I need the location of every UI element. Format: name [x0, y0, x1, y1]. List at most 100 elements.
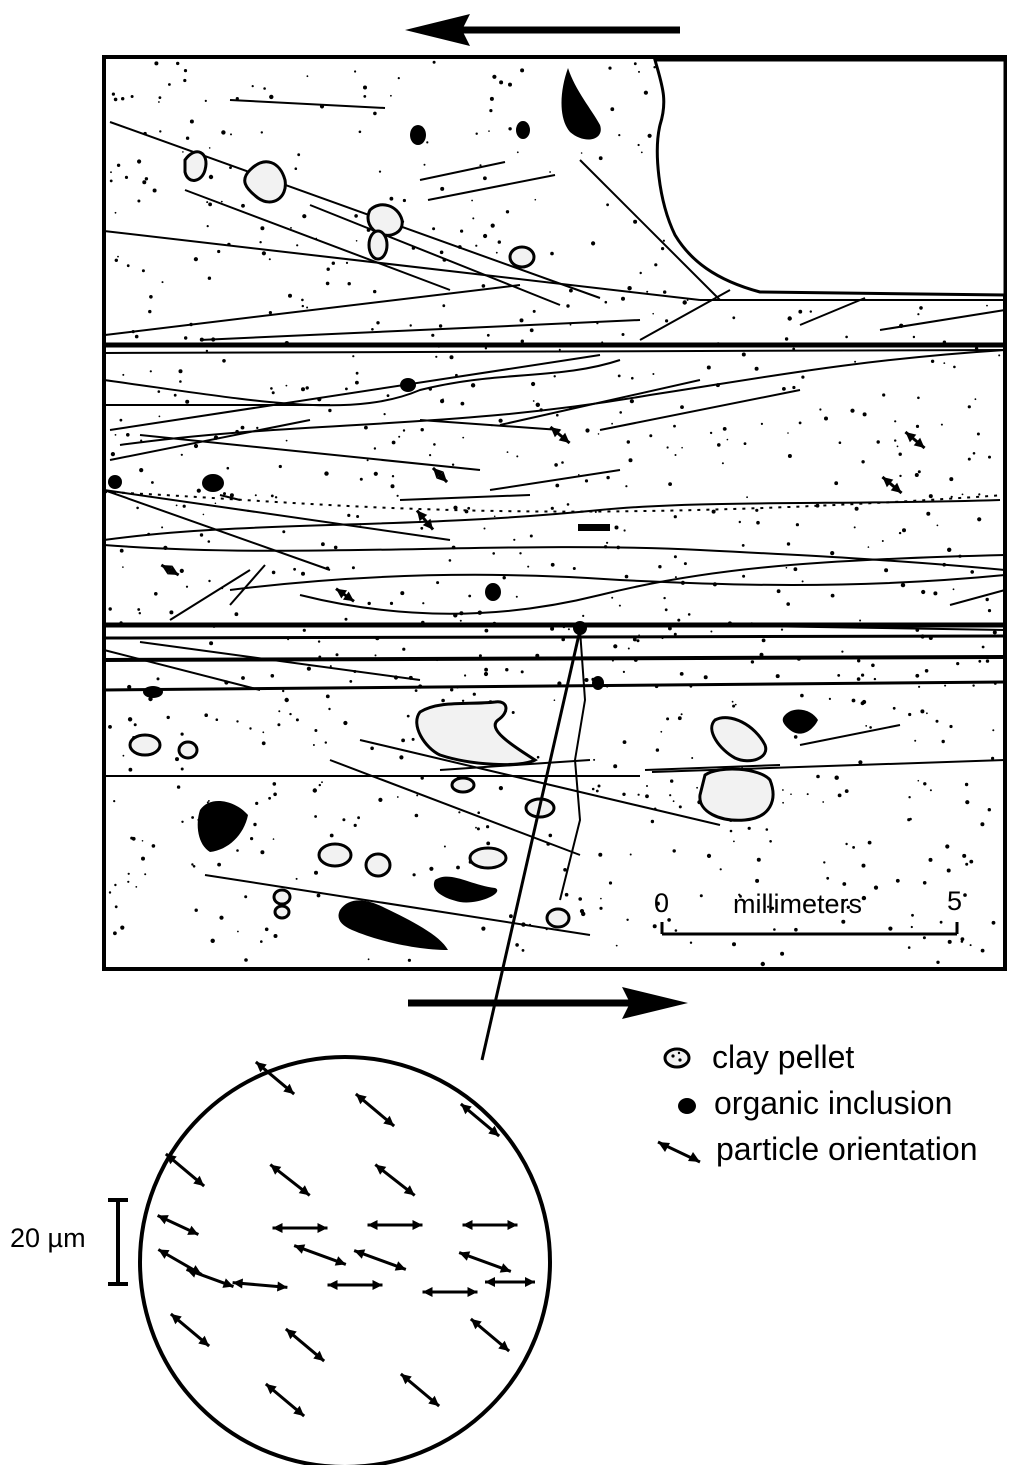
- stipple-dot: [471, 200, 473, 202]
- stipple-dot: [197, 489, 201, 493]
- stipple-dot: [899, 475, 901, 477]
- stipple-dot: [654, 263, 657, 266]
- stipple-dot: [535, 199, 537, 201]
- stipple-dot: [253, 823, 256, 826]
- stipple-dot: [965, 800, 969, 804]
- stipple-dot: [691, 757, 693, 759]
- stipple-dot: [181, 454, 183, 456]
- stipple-dot: [673, 800, 675, 802]
- stipple-dot: [802, 580, 804, 582]
- stipple-dot: [953, 588, 955, 590]
- stipple-dot: [120, 926, 124, 930]
- stipple-dot: [681, 713, 683, 715]
- stipple-dot: [800, 694, 804, 698]
- stipple-dot: [627, 286, 631, 290]
- stipple-dot: [894, 439, 896, 441]
- legend: clay pellet organic inclusion particle o…: [658, 1039, 977, 1167]
- stipple-dot: [611, 423, 613, 425]
- stipple-dot: [123, 755, 125, 757]
- stipple-dot: [487, 334, 490, 337]
- stipple-dot: [503, 576, 506, 579]
- stipple-dot: [897, 446, 899, 448]
- stipple-dot: [268, 797, 271, 800]
- stipple-dot: [717, 443, 721, 447]
- stipple-dot: [606, 542, 608, 544]
- stipple-dot: [788, 454, 792, 458]
- stipple-dot: [948, 940, 952, 944]
- stipple-dot: [313, 744, 315, 746]
- stipple-dot: [998, 354, 1000, 356]
- stipple-dot: [786, 602, 790, 606]
- stipple-dot: [707, 366, 711, 370]
- stipple-dot: [972, 684, 974, 686]
- stipple-dot: [776, 674, 780, 678]
- stipple-dot: [735, 704, 737, 706]
- stipple-dot: [600, 898, 602, 900]
- stipple-dot: [899, 453, 902, 456]
- stipple-dot: [122, 374, 124, 376]
- stipple-dot: [314, 871, 318, 875]
- stipple-dot: [263, 87, 266, 90]
- stipple-dot: [956, 662, 959, 665]
- stipple-dot: [863, 412, 867, 416]
- stipple-dot: [117, 164, 120, 167]
- stipple-dot: [456, 866, 460, 870]
- stipple-dot: [486, 842, 490, 846]
- stipple-dot: [273, 782, 277, 786]
- stipple-dot: [506, 210, 509, 213]
- stipple-dot: [161, 526, 163, 528]
- stipple-dot: [677, 619, 680, 622]
- stipple-dot: [507, 451, 509, 453]
- stipple-dot: [301, 572, 305, 576]
- stipple-dot: [230, 133, 232, 135]
- stipple-dot: [665, 319, 668, 322]
- stipple-dot: [259, 241, 261, 243]
- stipple-dot: [961, 937, 965, 941]
- stipple-dot: [136, 507, 139, 510]
- stipple-dot: [801, 376, 804, 379]
- stipple-dot: [400, 591, 404, 595]
- stipple-dot: [566, 304, 569, 307]
- stipple-dot: [929, 858, 933, 862]
- stipple-dot: [742, 544, 745, 547]
- stipple-dot: [561, 461, 564, 464]
- stipple-dot: [265, 928, 269, 932]
- stipple-dot: [918, 686, 920, 688]
- stipple-dot: [508, 83, 512, 87]
- stipple-dot: [477, 811, 480, 814]
- clay-pellet-icon: [665, 1049, 689, 1067]
- stipple-dot: [373, 112, 377, 116]
- stipple-dot: [482, 284, 486, 288]
- stipple-dot: [605, 301, 608, 304]
- stipple-dot: [277, 723, 280, 726]
- stipple-dot: [652, 373, 654, 375]
- stipple-dot: [125, 176, 128, 179]
- stipple-dot: [432, 227, 435, 230]
- stipple-dot: [637, 639, 640, 642]
- stipple-dot: [606, 476, 609, 479]
- stipple-dot: [549, 171, 551, 173]
- stipple-dot: [260, 940, 263, 943]
- stipple-dot: [208, 203, 212, 207]
- stipple-dot: [781, 629, 783, 631]
- stipple-dot: [421, 428, 424, 431]
- stipple-dot: [357, 816, 360, 819]
- stipple-dot: [113, 800, 115, 802]
- stipple-dot: [407, 715, 410, 718]
- stipple-dot: [829, 698, 831, 700]
- stipple-dot: [678, 716, 682, 720]
- stipple-dot: [807, 793, 809, 795]
- stipple-dot: [920, 709, 924, 713]
- stipple-dot: [663, 290, 666, 293]
- stipple-dot: [638, 794, 640, 796]
- stipple-dot: [376, 321, 379, 324]
- stipple-dot: [727, 439, 729, 441]
- stipple-dot: [181, 768, 184, 771]
- stipple-dot: [616, 945, 618, 947]
- stipple-dot: [481, 927, 485, 931]
- stipple-dot: [269, 95, 273, 99]
- stipple-dot: [700, 894, 703, 897]
- stipple-dot: [633, 220, 637, 224]
- stipple-dot: [209, 147, 211, 149]
